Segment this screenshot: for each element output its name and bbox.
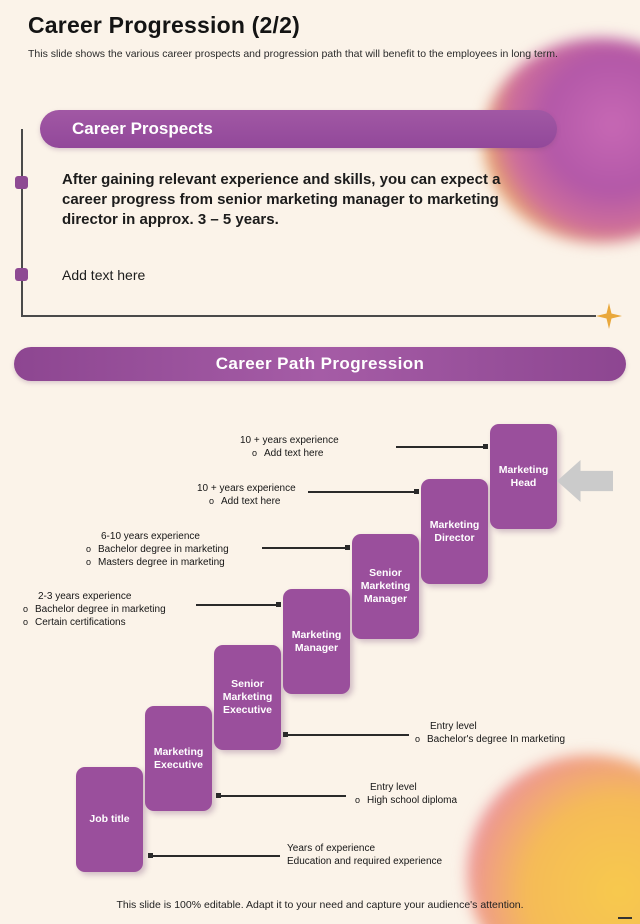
connector-line xyxy=(262,545,350,550)
bullet-marker: o xyxy=(415,734,421,744)
connector-vertical-line xyxy=(21,129,23,316)
bullet-marker: o xyxy=(209,496,215,506)
annotation-marketing-manager: 2-3 years experience o Bachelor degree i… xyxy=(23,590,166,629)
connector-dot xyxy=(483,444,488,449)
bullet-marker: o xyxy=(355,795,361,805)
page-subtitle: This slide shows the various career pros… xyxy=(28,48,558,60)
career-step-label: Marketing Director xyxy=(429,518,480,544)
add-text-placeholder[interactable]: Add text here xyxy=(62,267,146,283)
connector-dot xyxy=(345,545,350,550)
annotation-title: 10 + years experience xyxy=(240,435,339,446)
annotation-title: Entry level xyxy=(430,721,477,732)
bullet-marker: o xyxy=(23,604,29,614)
annotation-bullet-text: Certain certifications xyxy=(35,617,126,628)
annotation-title: 2-3 years experience xyxy=(38,591,132,602)
annotation-bullet: o High school diploma xyxy=(355,794,457,807)
career-step-marketing-executive: Marketing Executive xyxy=(145,706,212,811)
career-step-job-title: Job title xyxy=(76,767,143,872)
bullet-square-icon xyxy=(15,268,28,281)
career-step-senior-marketing-manager: Senior Marketing Manager xyxy=(352,534,419,639)
annotation-bullet-text: High school diploma xyxy=(367,795,458,806)
annotation-marketing-executive: Entry level o High school diploma xyxy=(355,781,457,807)
connector-dot xyxy=(283,732,288,737)
connector-dot xyxy=(216,793,221,798)
page-title: Career Progression (2/2) xyxy=(28,12,300,38)
career-step-marketing-director: Marketing Director xyxy=(421,479,488,584)
annotation-bullet-text: Masters degree in marketing xyxy=(98,557,225,568)
annotation-bullet[interactable]: o Add text here xyxy=(252,447,339,460)
annotation-bullet: o Certain certifications xyxy=(23,616,166,629)
annotation-title: Years of experience xyxy=(287,843,376,854)
annotation-subtitle: Education and required experience xyxy=(287,856,443,867)
annotation-marketing-director: 10 + years experience o Add text here xyxy=(197,482,296,508)
footer-note: This slide is 100% editable. Adapt it to… xyxy=(116,899,524,911)
annotation-bullet-text: Add text here xyxy=(221,496,281,507)
arrow-left-icon xyxy=(557,460,613,502)
annotation-bullet: o Bachelor's degree In marketing xyxy=(415,733,565,746)
connector-line xyxy=(308,489,419,494)
career-step-label: Marketing Executive xyxy=(153,745,204,771)
connector-dot xyxy=(276,602,281,607)
career-step-marketing-manager: Marketing Manager xyxy=(283,589,350,694)
career-step-label: Marketing Head xyxy=(498,463,549,489)
career-step-marketing-head: Marketing Head xyxy=(490,424,557,529)
annotation-title: 10 + years experience xyxy=(197,483,296,494)
connector-line xyxy=(396,444,488,449)
connector-line xyxy=(196,602,281,607)
career-step-label: Senior Marketing Executive xyxy=(222,678,273,716)
connector-dot xyxy=(148,853,153,858)
annotation-job-title: Years of experience Education and requir… xyxy=(287,842,442,868)
annotation-marketing-head: 10 + years experience o Add text here xyxy=(240,434,339,460)
annotation-senior-marketing-manager: 6-10 years experience o Bachelor degree … xyxy=(86,530,229,569)
annotation-title: 6-10 years experience xyxy=(101,531,200,542)
annotation-bullet: o Masters degree in marketing xyxy=(86,556,229,569)
annotation-bullet[interactable]: o Add text here xyxy=(209,495,296,508)
page-mark xyxy=(618,917,632,919)
connector-line xyxy=(148,853,280,858)
annotation-bullet-text: Add text here xyxy=(264,448,324,459)
annotation-bullet: o Bachelor degree in marketing xyxy=(23,603,166,616)
bullet-square-icon xyxy=(15,176,28,189)
career-step-label: Marketing Manager xyxy=(291,628,342,654)
connector-horizontal-line xyxy=(21,315,596,317)
connector-dot xyxy=(414,489,419,494)
bullet-marker: o xyxy=(86,544,92,554)
bullet-marker: o xyxy=(23,617,29,627)
annotation-bullet-text: Bachelor degree in marketing xyxy=(98,544,229,555)
annotation-title: Entry level xyxy=(370,782,417,793)
career-step-label: Job title xyxy=(89,813,130,825)
annotation-bullet: o Bachelor degree in marketing xyxy=(86,543,229,556)
connector-line xyxy=(283,732,409,737)
career-prospects-heading: Career Prospects xyxy=(40,110,557,148)
career-step-senior-marketing-executive: Senior Marketing Executive xyxy=(214,645,281,750)
career-step-label: Senior Marketing Manager xyxy=(360,567,411,605)
sparkle-icon xyxy=(596,303,622,329)
annotation-bullet-text: Bachelor's degree In marketing xyxy=(427,734,566,745)
annotation-bullet-text: Bachelor degree in marketing xyxy=(35,604,166,615)
bullet-marker: o xyxy=(252,448,258,458)
bullet-marker: o xyxy=(86,557,92,567)
annotation-senior-marketing-executive: Entry level o Bachelor's degree In marke… xyxy=(415,720,565,746)
prospects-paragraph: After gaining relevant experience and sk… xyxy=(62,171,501,228)
career-path-heading: Career Path Progression xyxy=(14,347,626,381)
connector-line xyxy=(216,793,346,798)
